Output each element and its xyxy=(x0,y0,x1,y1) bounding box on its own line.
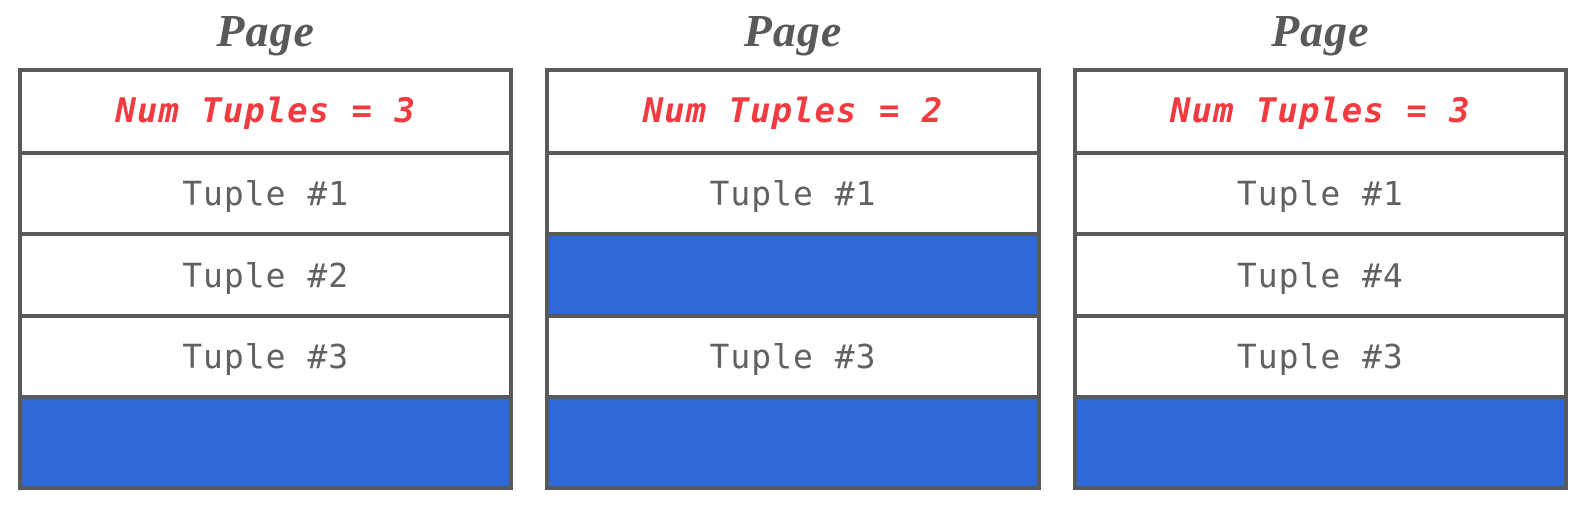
num-tuples-header: Num Tuples = 3 xyxy=(22,72,510,151)
tuple-slot: Tuple #2 xyxy=(22,232,510,314)
page-box: Num Tuples = 3 Tuple #1 Tuple #4 Tuple #… xyxy=(1072,68,1568,490)
page-title: Page xyxy=(743,5,843,56)
tuple-slot: Tuple #3 xyxy=(1076,313,1564,396)
page-box: Num Tuples = 3 Tuple #1 Tuple #2 Tuple #… xyxy=(18,68,514,490)
tuple-slot: Tuple #1 xyxy=(22,150,510,233)
tuple-slot: Tuple #3 xyxy=(549,313,1037,396)
num-tuples-header: Num Tuples = 2 xyxy=(549,72,1037,151)
tuple-slot: Tuple #1 xyxy=(1076,150,1564,233)
page-title: Page xyxy=(216,5,315,56)
tuple-slot: Tuple #4 xyxy=(1076,232,1564,314)
num-tuples-header: Num Tuples = 3 xyxy=(1076,72,1564,151)
tuple-slot: Tuple #3 xyxy=(22,313,510,396)
empty-slot xyxy=(1076,395,1564,487)
empty-slot xyxy=(549,232,1037,314)
tuple-slot: Tuple #1 xyxy=(549,150,1037,233)
empty-slot xyxy=(549,395,1037,487)
page-column-1: Page Num Tuples = 3 Tuple #1 Tuple #2 Tu… xyxy=(18,0,514,490)
page-column-2: Page Num Tuples = 2 Tuple #1 Tuple #3 xyxy=(545,0,1041,490)
empty-slot xyxy=(22,395,510,487)
page-box: Num Tuples = 2 Tuple #1 Tuple #3 xyxy=(545,68,1041,490)
page-title: Page xyxy=(1271,5,1370,56)
page-column-3: Page Num Tuples = 3 Tuple #1 Tuple #4 Tu… xyxy=(1072,0,1568,490)
